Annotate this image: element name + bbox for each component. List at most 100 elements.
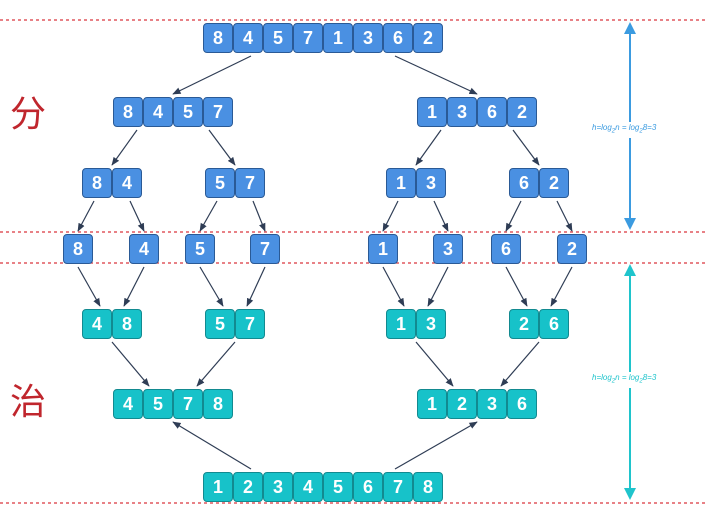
arrow-d0-to-d1a — [172, 55, 252, 95]
array-cell: 2 — [507, 97, 537, 127]
formula-text: 8=3 — [642, 123, 657, 132]
array-cell: 3 — [263, 472, 293, 502]
divide-measure-arrow-bottom — [624, 218, 636, 230]
array-cell: 5 — [205, 168, 235, 198]
array-cell: 5 — [185, 234, 215, 264]
divide-height-formula: h=log2n = log28=3 — [592, 122, 657, 138]
array-cell: 7 — [203, 97, 233, 127]
formula-text: h=log — [592, 123, 612, 132]
array-cell: 8 — [82, 168, 112, 198]
array-cell: 2 — [413, 23, 443, 53]
arrow-d3h-to-c1d — [550, 266, 573, 307]
array-cell: 4 — [113, 389, 143, 419]
array-cell: 4 — [82, 309, 112, 339]
array-cell: 6 — [477, 97, 507, 127]
arrow-d3g-to-c1d — [505, 266, 528, 307]
array-cell: 4 — [293, 472, 323, 502]
array-cell: 2 — [539, 168, 569, 198]
divide-node-d3f: 3 — [433, 234, 463, 264]
array-cell: 3 — [353, 23, 383, 53]
array-cell: 3 — [477, 389, 507, 419]
array-cell: 6 — [491, 234, 521, 264]
arrow-d2b-to-d3c — [199, 200, 218, 232]
array-cell: 5 — [323, 472, 353, 502]
arrow-c3-to-c2a — [172, 421, 252, 470]
divide-node-d3c: 5 — [185, 234, 215, 264]
array-cell: 7 — [173, 389, 203, 419]
array-cell: 8 — [113, 97, 143, 127]
arrow-d2a-to-d3a — [77, 200, 95, 232]
conquer-height-formula: h=log2n = log28=3 — [592, 372, 657, 388]
arrow-d3d-to-c1b — [246, 266, 266, 307]
divide-node-d3b: 4 — [129, 234, 159, 264]
array-cell: 4 — [112, 168, 142, 198]
arrow-c1c-to-c2b — [415, 341, 454, 387]
divide-node-d3g: 6 — [491, 234, 521, 264]
array-cell: 1 — [417, 97, 447, 127]
arrow-d3a-to-c1a — [77, 266, 101, 307]
array-cell: 2 — [447, 389, 477, 419]
array-cell: 6 — [507, 389, 537, 419]
formula-subscript: 2 — [639, 378, 643, 385]
arrow-c3-to-c2b — [394, 421, 478, 470]
divide-node-d3h: 2 — [557, 234, 587, 264]
edge-group — [77, 55, 573, 470]
array-cell: 3 — [433, 234, 463, 264]
array-cell: 4 — [143, 97, 173, 127]
arrow-c1a-to-c2a — [111, 341, 150, 387]
array-cell: 2 — [509, 309, 539, 339]
array-cell: 5 — [143, 389, 173, 419]
array-cell: 1 — [203, 472, 233, 502]
array-cell: 1 — [386, 309, 416, 339]
arrow-d1a-to-d2a — [111, 129, 138, 166]
arrow-d0-to-d1b — [394, 55, 478, 95]
array-cell: 8 — [203, 389, 233, 419]
arrow-d2a-to-d3b — [129, 200, 145, 232]
arrow-d3b-to-c1a — [123, 266, 145, 307]
arrow-c1d-to-c2b — [500, 341, 540, 387]
array-cell: 8 — [203, 23, 233, 53]
formula-subscript: 2 — [611, 378, 616, 385]
arrow-d1b-to-d2d — [512, 129, 540, 166]
arrow-d2c-to-d3e — [382, 200, 399, 232]
array-cell: 3 — [447, 97, 477, 127]
array-cell: 1 — [323, 23, 353, 53]
arrow-d2c-to-d3f — [433, 200, 449, 232]
arrow-d2d-to-d3h — [556, 200, 573, 232]
array-cell: 6 — [383, 23, 413, 53]
formula-subscript: 2 — [611, 128, 616, 135]
array-cell: 5 — [263, 23, 293, 53]
conquer-stage-label: 治 — [10, 382, 47, 423]
array-cell: 7 — [235, 168, 265, 198]
array-cell: 5 — [205, 309, 235, 339]
divide-measure-arrow-top — [624, 22, 636, 34]
array-cell: 6 — [353, 472, 383, 502]
arrow-d3c-to-c1b — [199, 266, 224, 307]
formula-text: 8=3 — [642, 373, 657, 382]
array-cell: 5 — [173, 97, 203, 127]
arrow-d2d-to-d3g — [505, 200, 522, 232]
divide-node-d3d: 7 — [250, 234, 280, 264]
array-cell: 6 — [539, 309, 569, 339]
array-cell: 7 — [250, 234, 280, 264]
array-cell: 8 — [413, 472, 443, 502]
array-cell: 8 — [63, 234, 93, 264]
array-cell: 2 — [557, 234, 587, 264]
array-cell: 7 — [293, 23, 323, 53]
array-cell: 1 — [368, 234, 398, 264]
array-cell: 7 — [235, 309, 265, 339]
